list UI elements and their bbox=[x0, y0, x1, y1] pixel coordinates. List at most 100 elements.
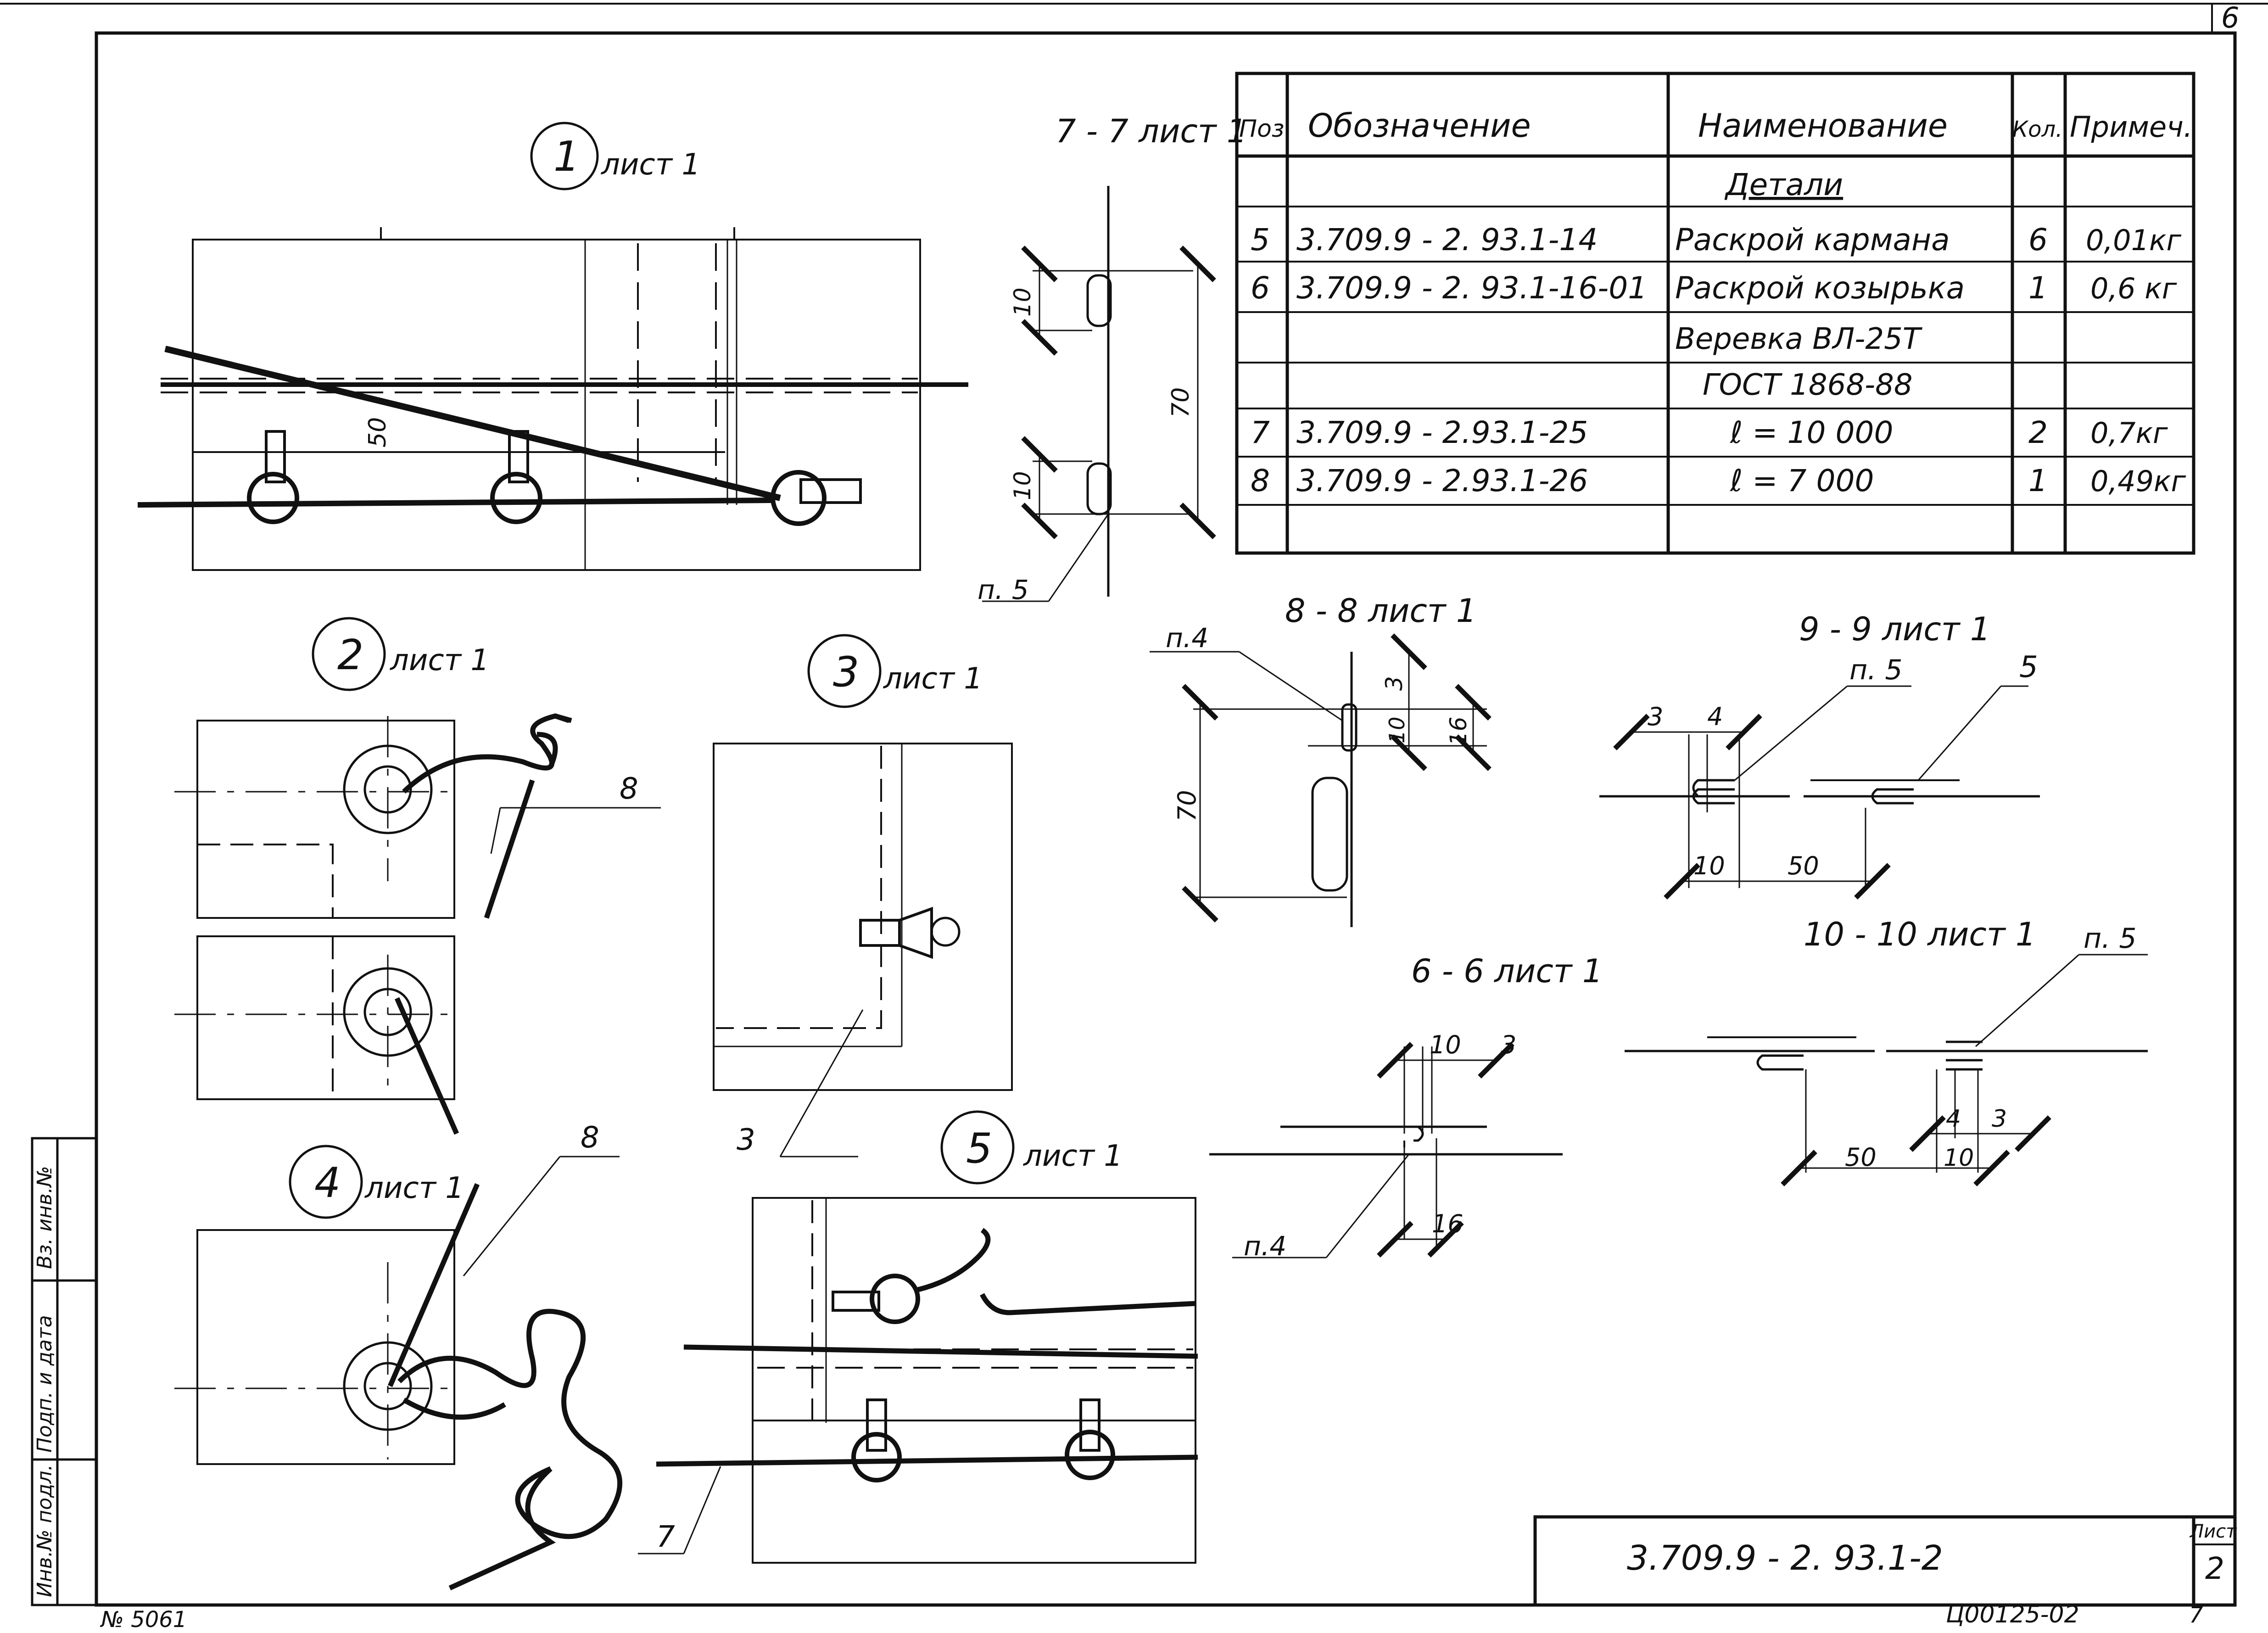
table-cell-name: Раскрой кармана bbox=[1675, 222, 1950, 257]
table-cell-designation: 3.709.9 - 2.93.1-26 bbox=[1296, 463, 1588, 498]
view-5-number: 5 bbox=[966, 1124, 992, 1173]
table-section-label: Детали bbox=[1724, 167, 1843, 202]
view-3: 3 лист 1 3 bbox=[713, 634, 1013, 1158]
title-block-sheet-no: 2 bbox=[2205, 1551, 2224, 1586]
section-6-6-callout-p4: п.4 bbox=[1244, 1230, 1286, 1262]
view-3-ref: лист 1 bbox=[883, 662, 983, 696]
section-9-9: 9 - 9 лист 1 3 4 10 50 п. 5 5 bbox=[1599, 610, 2040, 900]
section-9-9-dim-3: 3 bbox=[1648, 702, 1663, 731]
table-header-pos: Поз. bbox=[1239, 115, 1292, 143]
title-block-code: 3.709.9 - 2. 93.1-2 bbox=[1627, 1538, 1943, 1578]
view-4-ref: лист 1 bbox=[364, 1171, 464, 1205]
view-3-number: 3 bbox=[833, 648, 859, 696]
table-row: 8 3.709.9 - 2.93.1-26 ℓ = 7 000 1 0,49кг bbox=[1251, 463, 2186, 498]
table-header-designation: Обозначение bbox=[1308, 107, 1531, 145]
section-9-9-dim-50: 50 bbox=[1788, 851, 1819, 880]
section-7-7-title: 7 - 7 лист 1 bbox=[1056, 112, 1247, 150]
table-row: Веревка ВЛ-25Т bbox=[1675, 322, 1923, 356]
view-2-ref: лист 1 bbox=[389, 643, 489, 677]
section-6-6-dim-10: 10 bbox=[1430, 1030, 1461, 1059]
view-4-callout-8: 8 bbox=[581, 1121, 599, 1155]
view-2-callout-8: 8 bbox=[620, 772, 638, 806]
section-9-9-callout-p5: п. 5 bbox=[1849, 654, 1903, 686]
format-number: 7 bbox=[2189, 1602, 2203, 1628]
section-8-8: 8 - 8 лист 1 3 10 16 70 п.4 bbox=[1150, 592, 1492, 927]
table-row: 7 3.709.9 - 2.93.1-25 ℓ = 10 000 2 0,7кг bbox=[1251, 415, 2168, 450]
stamp-inv-podl: Инв.№ подл. bbox=[33, 1464, 56, 1597]
table-cell-qty: 6 bbox=[2028, 222, 2048, 257]
view-3-callout-3: 3 bbox=[737, 1123, 755, 1157]
section-8-8-dim-3: 3 bbox=[1381, 676, 1408, 691]
table-cell-name: ℓ = 7 000 bbox=[1730, 463, 1874, 498]
table-cell-name: ГОСТ 1868-88 bbox=[1703, 368, 1913, 402]
section-8-8-title: 8 - 8 лист 1 bbox=[1285, 592, 1476, 630]
spec-table: Поз. Обозначение Наименование Кол. Приме… bbox=[1235, 72, 2195, 555]
section-9-9-dim-10: 10 bbox=[1693, 851, 1725, 880]
table-cell-qty: 1 bbox=[2028, 463, 2048, 498]
title-block: 3.709.9 - 2. 93.1-2 Лист 2 bbox=[1533, 1515, 2237, 1607]
view-1-dim-50: 50 bbox=[364, 417, 391, 447]
section-8-8-dim-70: 70 bbox=[1173, 790, 1201, 822]
document-number: Ц00125-02 bbox=[1946, 1601, 2079, 1628]
section-7-7-dim-10a: 10 bbox=[1009, 287, 1036, 317]
section-6-6-dim-16: 16 bbox=[1432, 1209, 1464, 1238]
table-cell-note: 0,49кг bbox=[2090, 464, 2186, 498]
side-stamp: Вз. инв.№ Подп. и дата Инв.№ подл. bbox=[31, 1137, 98, 1606]
footer: № 5061 Ц00125-02 7 bbox=[100, 1601, 2203, 1633]
view-4-number: 4 bbox=[314, 1159, 341, 1207]
section-7-7-callout-p5: п. 5 bbox=[978, 574, 1029, 605]
section-8-8-dim-10: 10 bbox=[1385, 716, 1409, 744]
table-cell-designation: 3.709.9 - 2.93.1-25 bbox=[1296, 415, 1588, 450]
table-cell-designation: 3.709.9 - 2. 93.1-16-01 bbox=[1296, 270, 1647, 306]
archive-number: № 5061 bbox=[100, 1607, 187, 1633]
view-5-callout-7: 7 bbox=[656, 1520, 675, 1554]
table-cell-note: 0,6 кг bbox=[2090, 272, 2177, 305]
section-8-8-callout-p4: п.4 bbox=[1166, 622, 1208, 654]
section-10-10-dim-3: 3 bbox=[1992, 1105, 2007, 1133]
table-cell-qty: 1 bbox=[2028, 270, 2048, 306]
section-6-6: 6 - 6 лист 1 10 3 16 п.4 bbox=[1209, 952, 1603, 1262]
section-7-7-dim-70: 70 bbox=[1167, 387, 1195, 418]
view-2: 2 лист 1 8 bbox=[174, 617, 661, 1135]
section-9-9-callout-5: 5 bbox=[2019, 650, 2038, 684]
view-1-number: 1 bbox=[553, 133, 580, 181]
section-10-10-dim-4: 4 bbox=[1946, 1105, 1961, 1133]
table-cell-pos: 5 bbox=[1251, 222, 1270, 257]
stamp-podp-data: Подп. и дата bbox=[33, 1315, 56, 1453]
section-6-6-title: 6 - 6 лист 1 bbox=[1411, 952, 1603, 990]
table-cell-designation: 3.709.9 - 2. 93.1-14 bbox=[1296, 222, 1598, 257]
section-10-10: 10 - 10 лист 1 4 3 50 10 п. 5 bbox=[1625, 916, 2148, 1186]
table-cell-qty: 2 bbox=[2028, 415, 2048, 450]
view-5: 5 лист 1 7 bbox=[638, 1110, 1198, 1564]
view-1-ref: лист 1 bbox=[600, 148, 700, 182]
table-cell-pos: 6 bbox=[1251, 270, 1270, 306]
table-cell-note: 0,7кг bbox=[2090, 416, 2168, 450]
table-cell-pos: 7 bbox=[1251, 415, 1270, 450]
section-10-10-dim-10: 10 bbox=[1944, 1144, 1974, 1172]
section-7-7: 7 - 7 лист 1 10 10 70 п. 5 bbox=[978, 112, 1247, 605]
section-10-10-title: 10 - 10 лист 1 bbox=[1804, 916, 2036, 953]
section-8-8-dim-16: 16 bbox=[1445, 716, 1472, 746]
table-row: 5 3.709.9 - 2. 93.1-14 Раскрой кармана 6… bbox=[1251, 222, 2181, 257]
section-6-6-dim-3: 3 bbox=[1501, 1030, 1516, 1059]
view-4: 4 лист 1 8 bbox=[174, 1121, 622, 1591]
stamp-vzam-inv: Вз. инв.№ bbox=[33, 1166, 56, 1269]
view-5-ref: лист 1 bbox=[1022, 1139, 1123, 1173]
table-cell-pos: 8 bbox=[1251, 463, 1270, 498]
section-10-10-callout-p5: п. 5 bbox=[2084, 923, 2137, 955]
table-cell-note: 0,01кг bbox=[2086, 224, 2181, 257]
section-9-9-dim-4: 4 bbox=[1707, 702, 1723, 731]
section-10-10-dim-50: 50 bbox=[1845, 1143, 1877, 1172]
table-cell-name: ℓ = 10 000 bbox=[1730, 415, 1893, 450]
section-9-9-title: 9 - 9 лист 1 bbox=[1799, 610, 1990, 648]
view-2-number: 2 bbox=[337, 631, 363, 679]
corner-mark: 6 bbox=[2221, 1, 2239, 34]
table-row: ГОСТ 1868-88 bbox=[1703, 368, 1913, 402]
table-cell-name: Веревка ВЛ-25Т bbox=[1675, 322, 1923, 356]
table-row: 6 3.709.9 - 2. 93.1-16-01 Раскрой козырь… bbox=[1251, 270, 2177, 306]
table-cell-name: Раскрой козырька bbox=[1675, 270, 1965, 306]
table-header-note: Примеч. bbox=[2070, 110, 2193, 144]
title-block-sheet-label: Лист bbox=[2189, 1521, 2237, 1542]
